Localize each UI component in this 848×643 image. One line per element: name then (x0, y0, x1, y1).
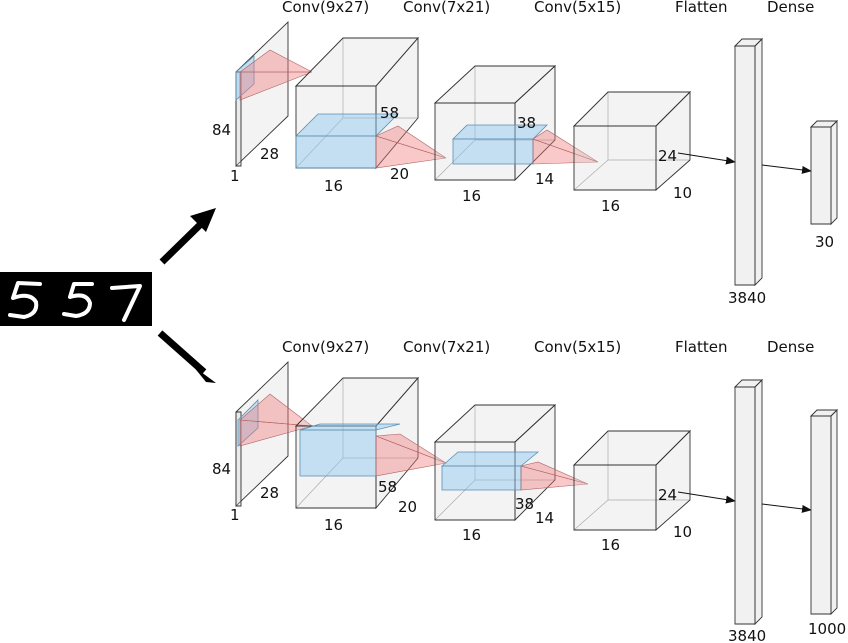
layer-title-dense: Dense (767, 338, 814, 356)
layer-title-dense: Dense (767, 0, 814, 16)
input-layer-block (235, 20, 313, 168)
conv3-width-label: 10 (673, 184, 692, 202)
conv2-width-label: 14 (535, 509, 554, 527)
conv3-width-label: 10 (673, 523, 692, 541)
dense-size-label: 1000 (808, 620, 846, 638)
layer-title-flatten: Flatten (675, 0, 728, 16)
input-layer-block (235, 360, 313, 508)
input-height-label: 84 (212, 121, 231, 139)
input-width-label: 28 (260, 484, 279, 502)
conv2-height-label: 38 (515, 495, 534, 513)
dense-bar (809, 119, 839, 226)
conv2-block (433, 64, 599, 182)
network-bottom: Conv(9x27) Conv(7x21) Conv(5x15) Flatten… (212, 338, 846, 643)
layer-title-conv2: Conv(7x21) (403, 338, 490, 356)
conv1-width-label: 20 (390, 165, 409, 183)
conv1-width-label: 20 (398, 498, 417, 516)
network-top: Conv(9x27) Conv(7x21) Conv(5x15) Flatten… (212, 0, 839, 307)
flatten-to-dense-arrow (761, 503, 812, 513)
branch-arrows (157, 208, 216, 383)
input-height-label: 84 (212, 460, 231, 478)
conv2-width-label: 14 (535, 170, 554, 188)
flatten-size-label: 3840 (728, 627, 766, 643)
branch-arrow-top (159, 216, 209, 265)
conv2-filters-label: 16 (462, 526, 481, 544)
dense-size-label: 30 (815, 233, 834, 251)
layer-title-conv1: Conv(9x27) (282, 338, 369, 356)
layer-title-conv1: Conv(9x27) (282, 0, 369, 16)
conv3-height-label: 24 (658, 486, 677, 504)
conv2-block (433, 403, 589, 522)
conv1-height-label: 58 (378, 478, 397, 496)
conv2-height-label: 38 (517, 114, 536, 132)
conv3-to-flatten-arrow (677, 491, 736, 504)
input-digits-image (0, 272, 152, 326)
branch-arrow-bottom (157, 330, 207, 375)
digit-7 (110, 284, 142, 322)
flatten-bar (733, 37, 764, 287)
conv1-height-label: 58 (380, 104, 399, 122)
flatten-to-dense-arrow (761, 164, 812, 174)
digit-5-second (62, 282, 94, 318)
input-channels-label: 1 (230, 506, 240, 524)
layer-title-conv2: Conv(7x21) (403, 0, 490, 16)
conv1-filters-label: 16 (324, 177, 343, 195)
digit-5-first (8, 281, 42, 319)
input-width-label: 28 (260, 145, 279, 163)
conv1-filters-label: 16 (324, 516, 343, 534)
conv3-to-flatten-arrow (677, 152, 736, 165)
flatten-size-label: 3840 (728, 289, 766, 307)
conv2-filters-label: 16 (462, 187, 481, 205)
conv3-block (572, 429, 692, 531)
conv1-block (294, 36, 447, 170)
input-channels-label: 1 (230, 167, 240, 185)
layer-title-conv3: Conv(5x15) (534, 338, 621, 356)
conv3-filters-label: 16 (601, 197, 620, 215)
conv3-height-label: 24 (658, 147, 677, 165)
flatten-bar (733, 378, 764, 626)
dense-bar (809, 408, 839, 616)
layer-title-flatten: Flatten (675, 338, 728, 356)
conv3-block (572, 90, 692, 191)
layer-title-conv3: Conv(5x15) (534, 0, 621, 16)
conv3-filters-label: 16 (601, 536, 620, 554)
conv1-block (294, 376, 448, 510)
